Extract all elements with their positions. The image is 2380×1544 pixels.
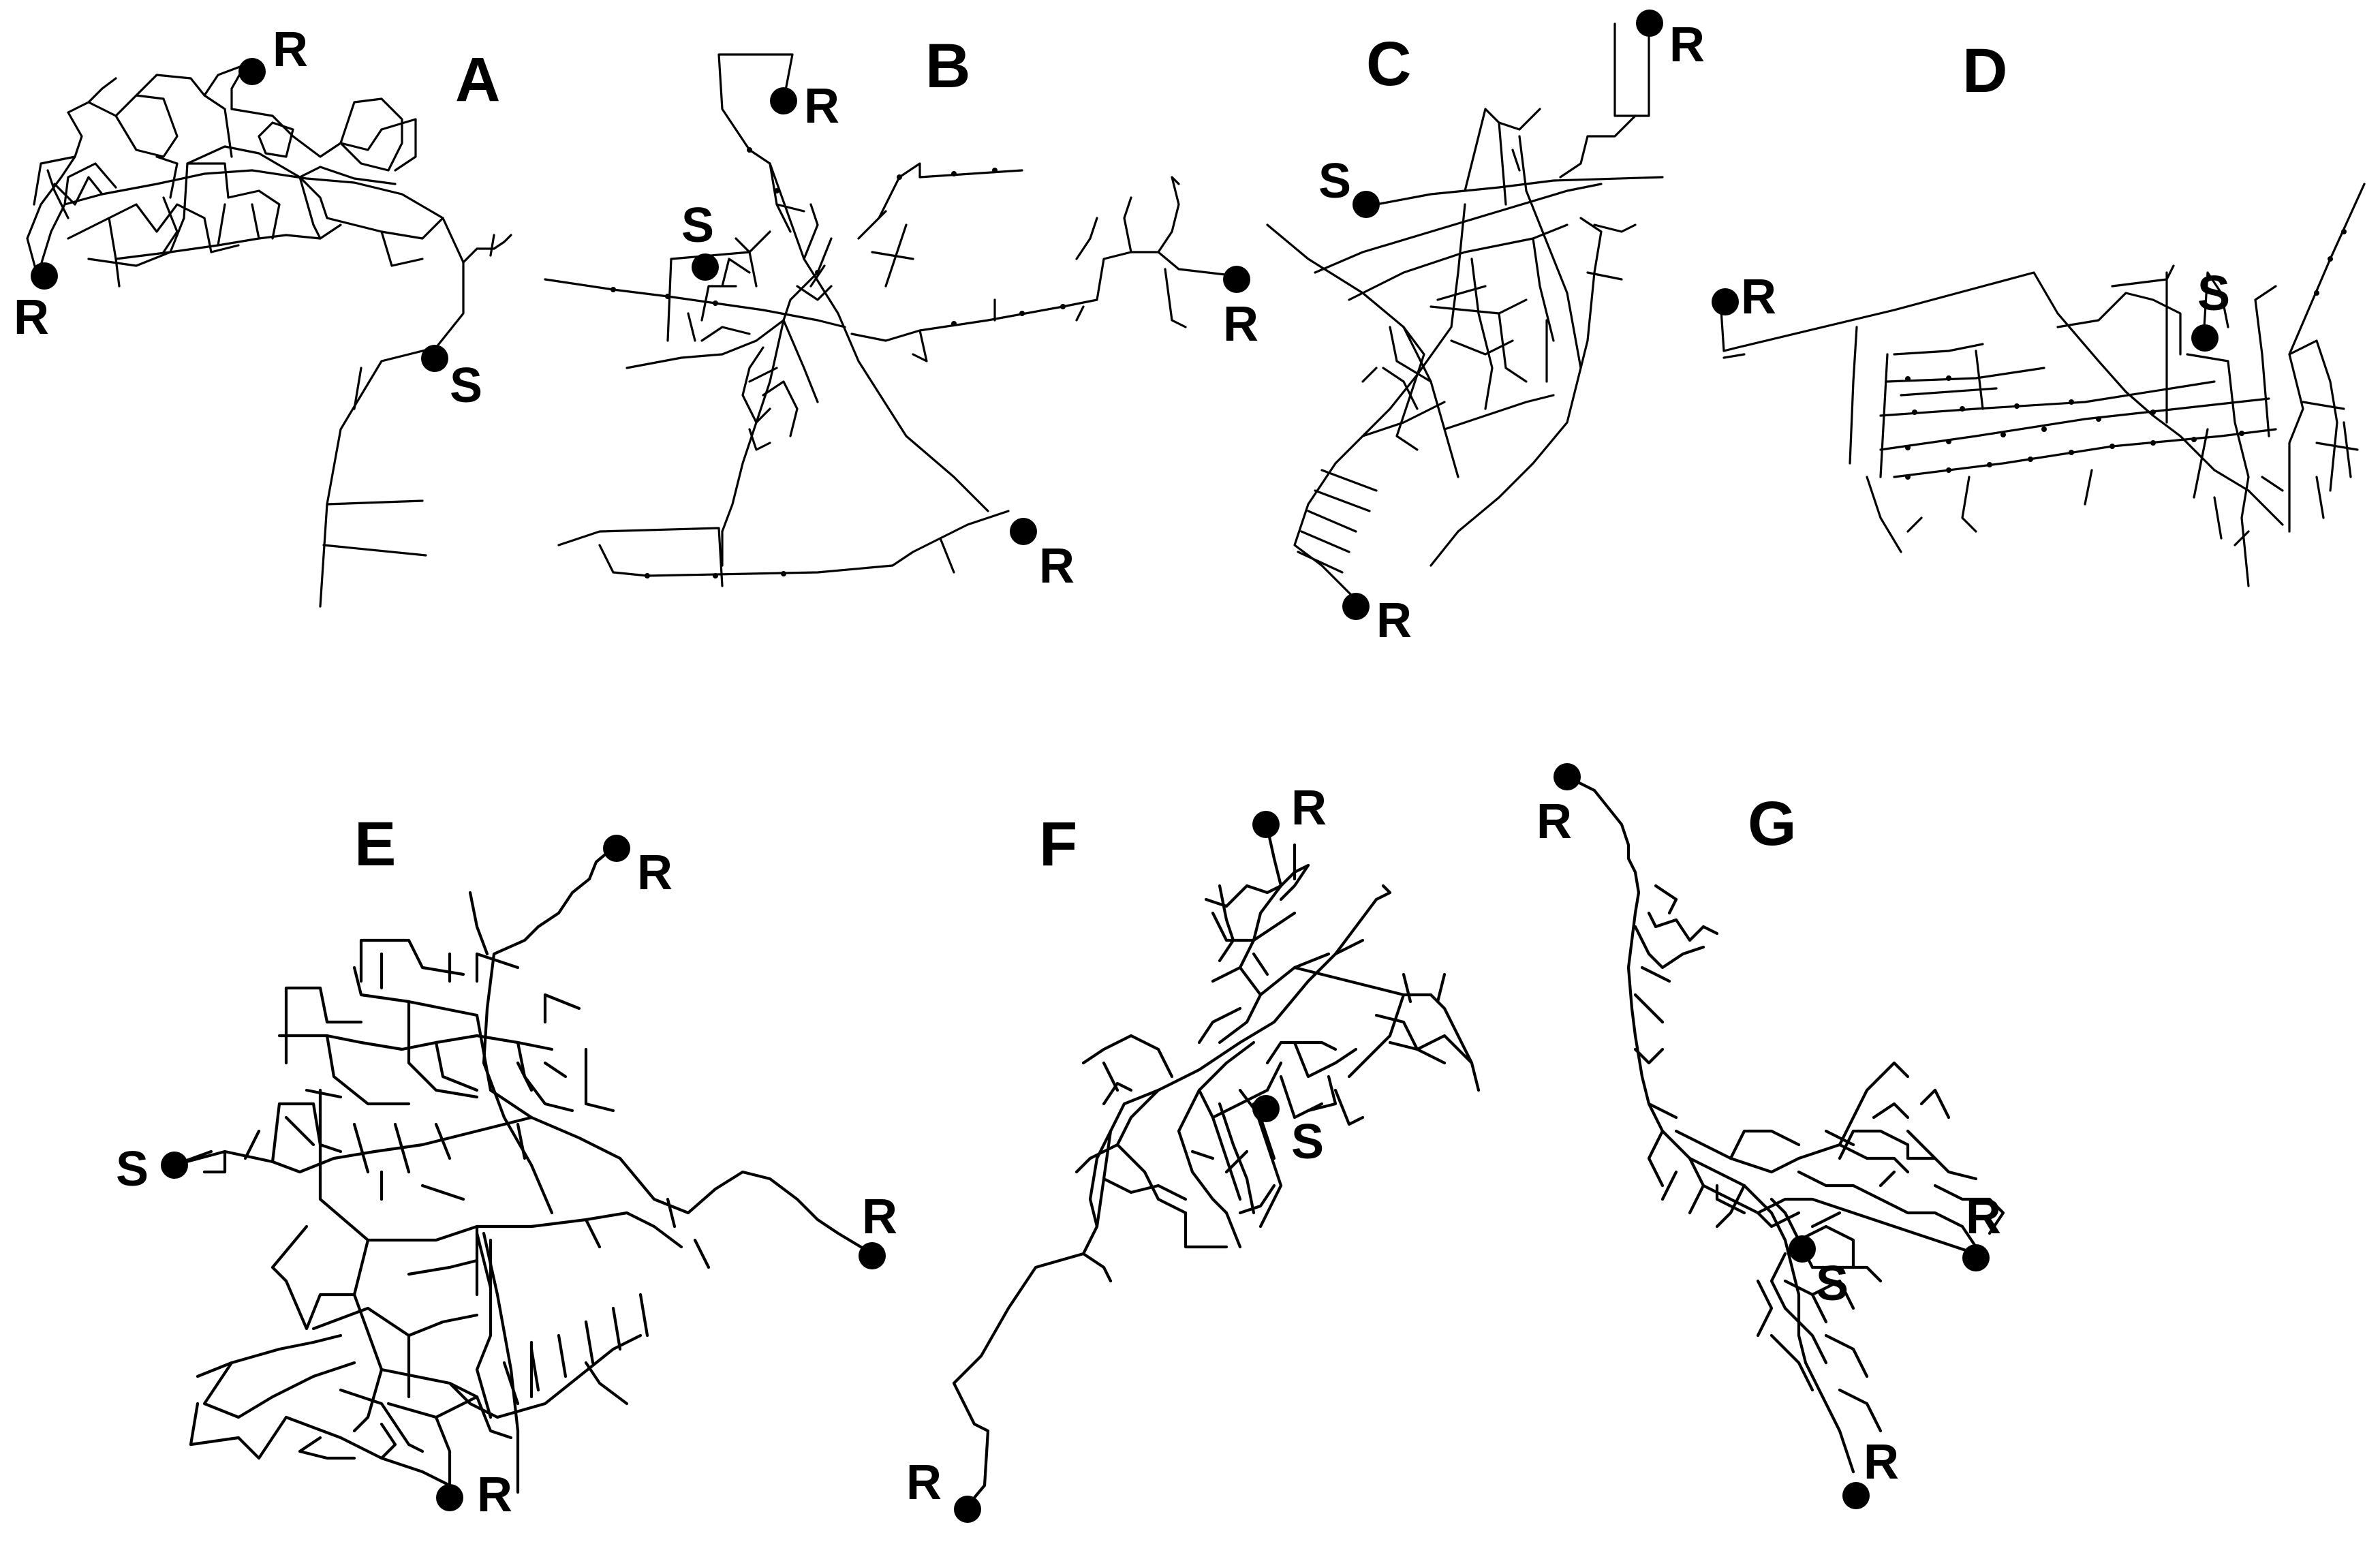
source-label: S xyxy=(1816,1256,1849,1311)
reservoir-marker xyxy=(1712,288,1739,315)
panel-d: D xyxy=(1712,36,2366,587)
panel-letter: C xyxy=(1366,29,1411,99)
panel-f: F xyxy=(906,781,1481,1523)
reservoir-label: R xyxy=(14,290,49,345)
network-g-lines xyxy=(1565,775,2005,1474)
panel-letter: E xyxy=(354,809,396,879)
source-label: S xyxy=(116,1142,149,1196)
panel-letter: D xyxy=(1962,36,2007,106)
reservoir-marker xyxy=(954,1496,981,1523)
reservoir-marker xyxy=(1010,518,1037,545)
network-d-lines xyxy=(1719,183,2366,587)
reservoir-marker xyxy=(436,1484,463,1511)
reservoir-marker xyxy=(1223,266,1250,293)
source-label: S xyxy=(2197,266,2230,321)
reservoir-marker xyxy=(1554,763,1581,790)
reservoir-label: R xyxy=(1223,297,1258,352)
reservoir-label: R xyxy=(804,79,839,134)
reservoir-label: R xyxy=(862,1190,897,1244)
source-marker xyxy=(1252,1095,1280,1122)
network-e-lines xyxy=(172,843,874,1494)
reservoir-marker xyxy=(1636,10,1663,37)
reservoir-marker xyxy=(770,87,797,114)
source-label: S xyxy=(1318,154,1351,209)
panel-g: G xyxy=(1536,763,2005,1509)
reservoir-label: R xyxy=(1536,794,1572,849)
reservoir-marker xyxy=(31,262,58,290)
reservoir-label: R xyxy=(1966,1190,2001,1244)
reservoir-label: R xyxy=(1864,1435,1899,1489)
reservoir-label: R xyxy=(1741,270,1776,324)
reservoir-marker xyxy=(603,835,630,862)
network-c-lines xyxy=(1266,22,1664,601)
source-marker xyxy=(1789,1235,1816,1263)
panel-letter: B xyxy=(925,31,970,101)
network-f-lines xyxy=(952,826,1481,1508)
reservoir-marker xyxy=(1252,811,1280,838)
reservoir-marker xyxy=(1342,593,1370,620)
source-marker xyxy=(1353,191,1380,218)
panel-a: A xyxy=(14,22,512,608)
panel-letter: F xyxy=(1039,809,1077,879)
source-label: S xyxy=(450,358,482,413)
panel-letter: A xyxy=(455,45,500,114)
reservoir-label: R xyxy=(273,22,308,77)
reservoir-label: R xyxy=(637,846,673,900)
reservoir-marker xyxy=(1842,1482,1870,1509)
source-marker xyxy=(161,1152,188,1179)
network-b-nodes xyxy=(611,147,1066,578)
reservoir-label: R xyxy=(906,1455,942,1510)
source-marker xyxy=(2191,324,2219,352)
network-a-lines xyxy=(26,63,512,608)
network-b-lines xyxy=(544,53,1238,587)
source-marker xyxy=(692,253,719,281)
reservoir-label: R xyxy=(477,1468,512,1522)
reservoir-marker xyxy=(238,58,266,85)
reservoir-label: R xyxy=(1669,18,1705,72)
source-marker xyxy=(421,345,448,372)
source-label: S xyxy=(1291,1115,1324,1169)
reservoir-marker xyxy=(859,1242,886,1269)
panel-letter: G xyxy=(1748,789,1797,859)
panel-b: B xyxy=(544,31,1258,593)
reservoir-marker xyxy=(1962,1244,1990,1271)
reservoir-label: R xyxy=(1291,781,1327,835)
panel-c: C xyxy=(1266,10,1705,648)
panel-e: E xyxy=(116,809,897,1522)
reservoir-label: R xyxy=(1039,539,1075,593)
source-label: S xyxy=(681,198,714,253)
reservoir-label: R xyxy=(1376,593,1412,648)
network-d-nodes xyxy=(1905,229,2347,480)
